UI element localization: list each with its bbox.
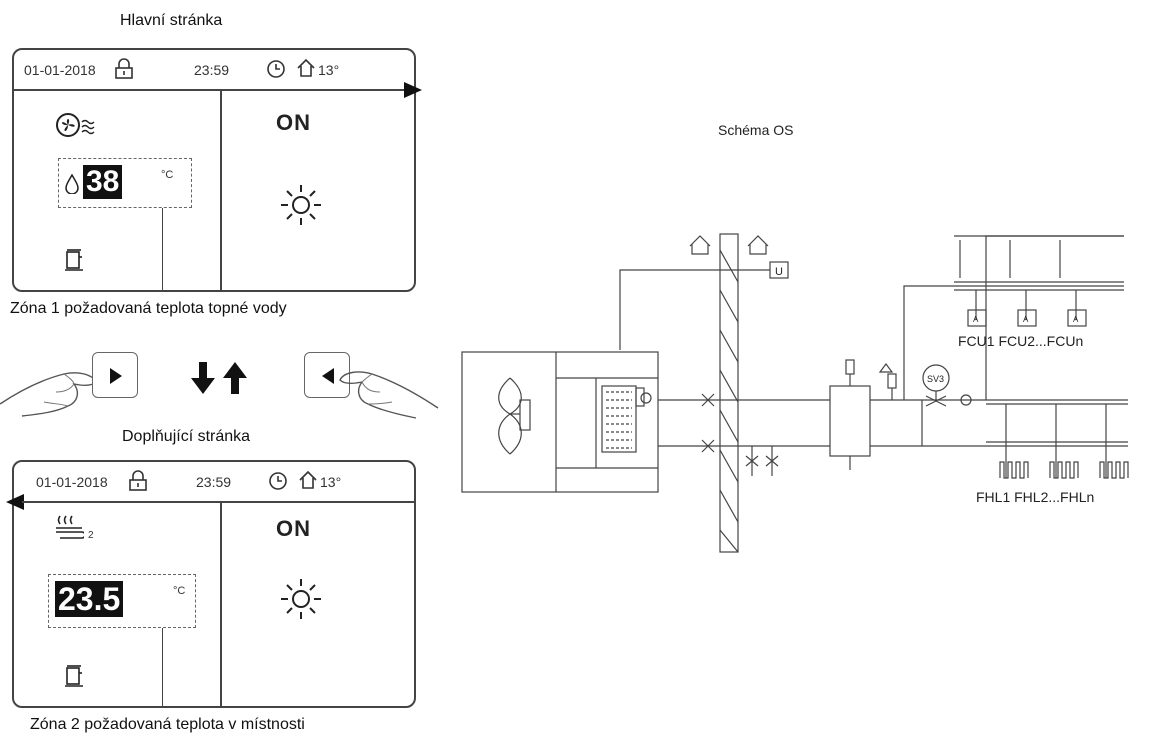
- right-arrow-icon: [110, 368, 122, 384]
- main-panel-divider: [220, 90, 222, 290]
- left-arrow-icon: [322, 368, 334, 384]
- main-setpoint-unit: °C: [161, 169, 174, 181]
- fcu-terminal-label: A: [973, 315, 979, 324]
- sv3-label: SV3: [927, 374, 944, 384]
- outdoor-house-icon: [299, 470, 317, 489]
- main-status-arrow: [14, 82, 422, 98]
- outdoor-unit: [461, 351, 659, 493]
- main-page-screen: 01-01-2018 23:59 13° 38 °C: [12, 48, 422, 292]
- sub-callout-line: [162, 628, 163, 708]
- sun-heating-icon[interactable]: [278, 576, 324, 622]
- main-date: 01-01-2018: [24, 62, 96, 78]
- main-setpoint-caption: Zóna 1 požadovaná teplota topné vody: [10, 300, 287, 317]
- main-mode-state[interactable]: ON: [276, 110, 311, 135]
- up-arrow-icon: [223, 362, 247, 394]
- zone-index: 2: [88, 530, 94, 541]
- sub-status-arrow: [6, 494, 416, 510]
- previous-page-button[interactable]: [304, 352, 350, 398]
- sub-setpoint-unit: °C: [173, 585, 186, 597]
- main-outdoor-temp: 13°: [318, 62, 340, 78]
- wall: [719, 233, 739, 553]
- main-page-caption: Hlavní stránka: [120, 12, 223, 29]
- floor-loop: [1099, 461, 1129, 479]
- sun-heating-icon[interactable]: [278, 182, 324, 228]
- sub-panel-divider: [220, 502, 222, 706]
- thermostat-label: U: [775, 266, 783, 278]
- lock-icon: [115, 58, 133, 79]
- fcu-unit: [1067, 309, 1087, 327]
- floor-heating-icon: [56, 515, 84, 539]
- thermostat-box: [769, 261, 789, 279]
- left-hand-illustration: [0, 372, 97, 417]
- outdoor-house-icon: [747, 235, 769, 255]
- fan-icon: [498, 377, 512, 455]
- floor-loop: [1049, 461, 1079, 479]
- sub-setpoint-box[interactable]: 23.5 °C: [48, 574, 196, 628]
- sub-date: 01-01-2018: [36, 474, 108, 490]
- sub-outdoor-temp: 13°: [320, 474, 342, 490]
- main-setpoint-box[interactable]: 38 °C: [58, 158, 192, 208]
- indoor-house-icon: [689, 235, 711, 255]
- schema-title: Schéma OS: [718, 122, 794, 138]
- buffer-tank: [829, 385, 871, 457]
- floor-loop: [999, 461, 1029, 479]
- compressor-icon: [65, 665, 83, 687]
- fcu-unit: [1017, 309, 1037, 327]
- clock-icon: [267, 60, 285, 78]
- main-time: 23:59: [194, 62, 230, 78]
- main-setpoint-value: 38: [83, 165, 123, 199]
- fcu-labels: FCU1 FCU2...FCUn: [958, 333, 1083, 349]
- right-hand-illustration: [339, 371, 439, 419]
- fcu-terminal-label: A: [1023, 315, 1029, 324]
- plate-heat-exchanger: [601, 385, 637, 453]
- down-arrow-icon: [191, 362, 215, 394]
- sub-setpoint-value: 23.5: [55, 581, 124, 617]
- fhl-labels: FHL1 FHL2...FHLn: [976, 489, 1094, 505]
- lock-icon: [129, 470, 147, 491]
- heat-pump-fan-icon: [56, 113, 95, 137]
- fcu-unit: [967, 309, 987, 327]
- outdoor-house-icon: [297, 58, 315, 77]
- sub-page-caption: Doplňující stránka: [122, 428, 251, 445]
- clock-icon: [269, 472, 287, 490]
- sub-page-screen: 01-01-2018 23:59 13° 2 23.5 °C: [6, 460, 416, 708]
- system-schema: U SV3 A A A FCU1 FCU2...FCUn FHL1 FHL2..…: [461, 233, 1129, 553]
- sub-setpoint-caption: Zóna 2 požadovaná teplota v místnosti: [30, 716, 305, 733]
- water-drop-icon: [65, 174, 79, 194]
- fcu-terminal-label: A: [1073, 315, 1079, 324]
- sub-time: 23:59: [196, 474, 232, 490]
- main-callout-line: [162, 208, 163, 292]
- next-page-button[interactable]: [92, 352, 138, 398]
- sub-mode-state[interactable]: ON: [276, 516, 311, 541]
- main-status-bar: 01-01-2018 23:59 13°: [14, 50, 414, 90]
- sub-status-bar: 01-01-2018 23:59 13°: [14, 462, 414, 502]
- compressor-icon: [65, 249, 83, 271]
